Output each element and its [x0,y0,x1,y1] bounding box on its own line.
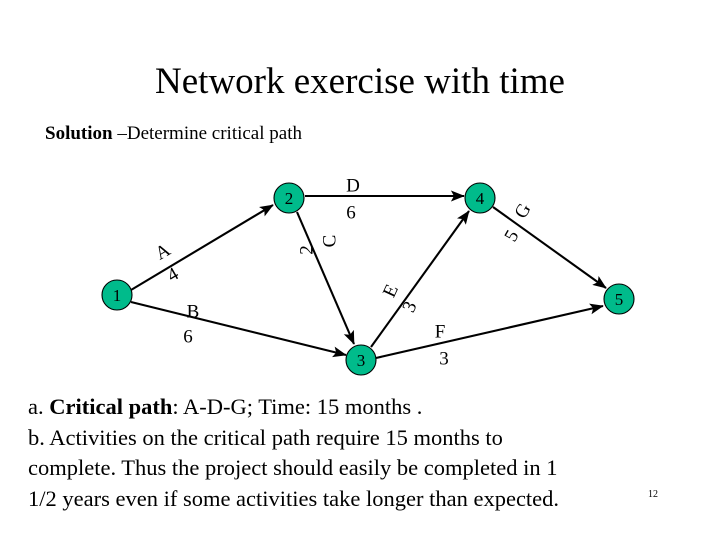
edge-E [370,210,470,348]
node-label-1: 1 [113,286,122,305]
edge-duration-label-C: 2 [297,245,318,255]
edge-duration-label-B: 6 [183,327,193,348]
edge-G [492,206,607,289]
answer-line-b-3: 1/2 years even if some activities take l… [28,485,560,511]
subtitle-bold-part: Solution [45,123,113,144]
answer-line-a-bold: Critical path [49,394,173,419]
node-label-2: 2 [285,189,294,208]
node-circle-3 [345,344,377,376]
edge-activity-label-G: G [510,200,535,223]
page-title: Network exercise with time [155,61,565,102]
answer-line-a-prefix: a. [28,394,50,419]
edge-duration-label-D: 6 [346,203,356,224]
edge-activity-label-A: A [152,239,175,264]
subtitle: Solution –Determine critical path [45,122,302,146]
edge-duration-label-F: 3 [439,349,449,370]
edge-label-group-G: G5 [501,200,536,246]
edge-label-group-D: D6 [346,176,360,224]
node-label-4: 4 [476,189,485,208]
edge-A [130,204,274,291]
edge-duration-label-E: 3 [398,298,421,315]
edge-label-group-C: C2 [297,235,341,255]
node-label-3: 3 [357,351,366,370]
answer-line-a: a. Critical path: A-D-G; Time: 15 months… [28,392,706,423]
node-circle-4 [464,182,496,214]
edge-activity-label-E: E [379,281,403,300]
answer-line-a-rest: : A-D-G; Time: 15 months . [172,394,423,419]
edge-activity-label-F: F [435,322,446,343]
edge-label-group-F: F3 [435,322,449,370]
node-4: 4 [464,182,496,214]
answer-line-b-2: complete. Thus the project should easily… [28,455,558,480]
node-1: 1 [101,279,133,311]
edge-label-group-B: B6 [183,302,199,348]
answer-line-b-1: b. Activities on the critical path requi… [28,424,503,450]
node-5: 5 [603,283,635,315]
edge-C [296,211,355,345]
node-circle-5 [603,283,635,315]
page-number: 12 [648,489,658,500]
edge-duration-label-A: 4 [164,263,183,286]
subtitle-rest-part: –Determine critical path [112,123,302,144]
edge-activity-label-D: D [346,176,360,197]
edge-duration-label-G: 5 [501,227,524,246]
edges-layer [130,190,607,360]
node-circle-1 [101,279,133,311]
edge-activity-label-B: B [187,302,200,323]
edge-activity-label-C: C [320,235,341,248]
answer-text-block: a. Critical path: A-D-G; Time: 15 months… [28,392,706,514]
edge-B [130,300,347,358]
node-2: 2 [273,182,305,214]
node-label-5: 5 [615,290,624,309]
node-3: 3 [345,344,377,376]
edge-F [375,303,604,360]
node-circle-2 [273,182,305,214]
